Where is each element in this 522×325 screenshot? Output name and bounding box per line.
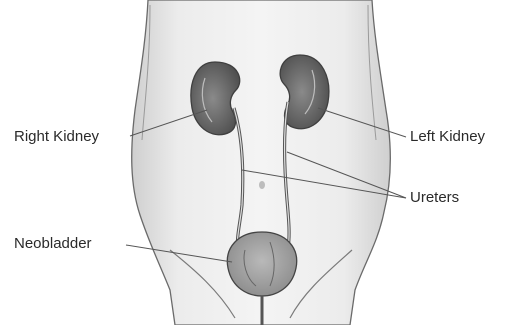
label-left-kidney: Left Kidney xyxy=(410,128,486,145)
label-ureters: Ureters xyxy=(410,189,459,206)
navel xyxy=(259,181,265,189)
label-neobladder: Neobladder xyxy=(14,235,92,252)
label-right-kidney: Right Kidney xyxy=(14,128,100,145)
